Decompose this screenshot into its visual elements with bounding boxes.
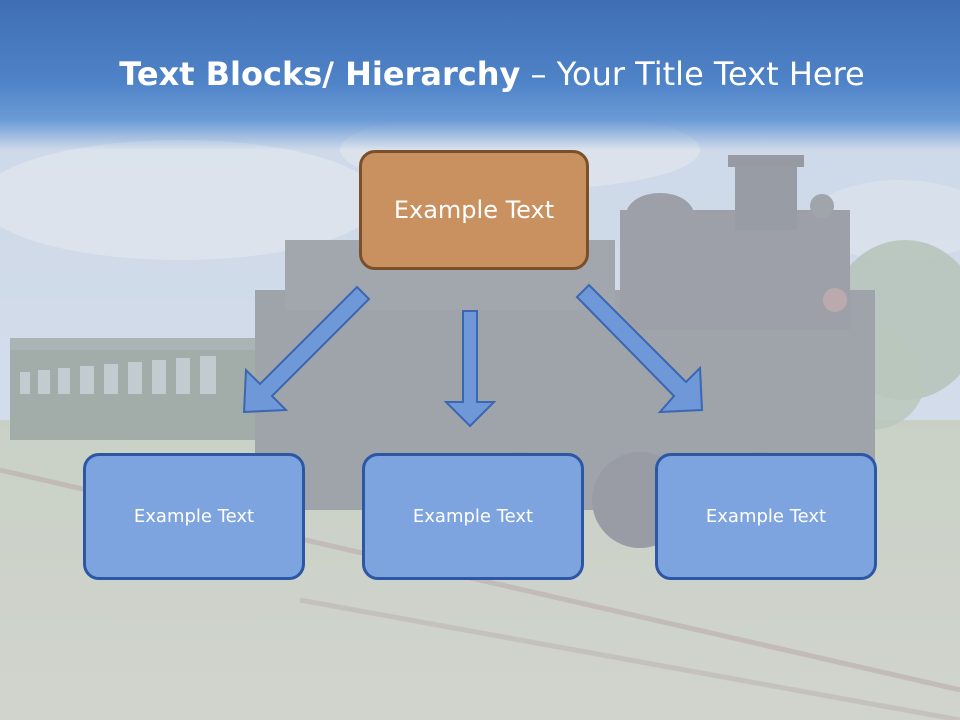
child-box-right: Example Text	[655, 453, 877, 580]
title-rest-part: – Your Title Text Here	[520, 55, 865, 93]
arrow-left	[242, 285, 371, 414]
arrow-middle	[443, 310, 497, 428]
slide-title: Text Blocks/ Hierarchy – Your Title Text…	[0, 52, 960, 96]
child-box-middle: Example Text	[362, 453, 584, 580]
arrow-right	[575, 283, 704, 414]
top-box: Example Text	[359, 150, 589, 270]
title-band	[0, 0, 960, 150]
child-box-left: Example Text	[83, 453, 305, 580]
title-bold-part: Text Blocks/ Hierarchy	[119, 55, 521, 93]
